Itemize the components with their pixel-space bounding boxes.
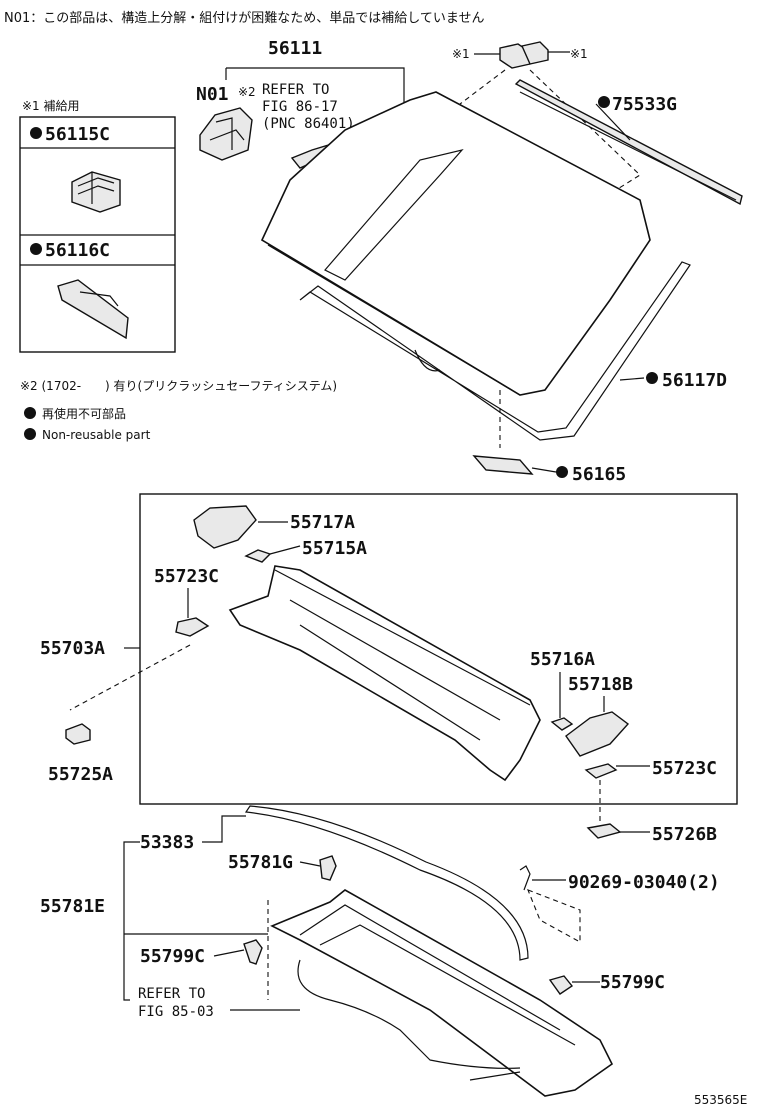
legend-dot <box>24 407 36 419</box>
part-55799C-a: 55799C <box>140 946 205 967</box>
part-55723C-a: 55723C <box>154 566 219 587</box>
bracket-N01-drawing <box>199 107 253 161</box>
star1-right: ※1 <box>570 47 588 61</box>
part-56117D: 56117D <box>662 370 727 391</box>
clip-55799C-a-drawing <box>243 939 263 965</box>
bracket-55718B-drawing <box>565 711 630 757</box>
supply-box: 56115C 56116C <box>19 116 176 353</box>
part-55716A: 55716A <box>530 649 595 670</box>
pad-55716A-drawing <box>550 717 574 731</box>
windshield-glass-drawing <box>260 91 651 396</box>
supply-box-title: ※1 補給用 <box>22 99 80 113</box>
pad-55725A-drawing <box>65 723 91 745</box>
cowl-louver-drawing <box>270 889 614 1097</box>
note-2: ※2 (1702- ) 有り(プリクラッシュセーフティシステム) <box>20 379 337 393</box>
part-55718B: 55718B <box>568 674 633 695</box>
part-N01: N01 <box>196 84 229 105</box>
non-reusable-mark <box>646 372 658 384</box>
block-55723C-drawing <box>175 617 210 637</box>
bracket-56115C-drawing <box>71 171 121 213</box>
refer-fig-85-03: FIG 85-03 <box>138 1004 214 1020</box>
bracket-55717A-drawing <box>193 505 257 549</box>
refer-to-2: REFER TO <box>138 986 205 1002</box>
non-reusable-mark <box>598 96 610 108</box>
clip-right-drawing <box>521 41 549 65</box>
part-55715A: 55715A <box>302 538 367 559</box>
cowl-panel-box <box>139 493 738 805</box>
ref-mark-2: ※2 <box>238 85 256 99</box>
star1-left: ※1 <box>452 47 470 61</box>
clip-55799C-b-drawing <box>548 975 574 995</box>
part-55799C-b: 55799C <box>600 972 665 993</box>
part-56115C: 56115C <box>45 124 110 145</box>
non-reusable-mark <box>30 243 42 255</box>
part-56165-drawing <box>472 455 534 475</box>
figure-id: 553565E <box>694 1093 747 1107</box>
legend-en: Non-reusable part <box>42 428 151 442</box>
block-55723C-b-drawing <box>584 763 618 779</box>
pad-55726B-drawing <box>586 823 622 839</box>
pad-56116C-drawing <box>57 279 129 340</box>
header-note: N01：この部品は、構造上分解・組付けが困難なため、単品では補給していません <box>4 10 485 26</box>
part-75533G: 75533G <box>612 94 677 115</box>
cowl-top-panel-drawing <box>228 565 541 782</box>
hose-drawing <box>297 959 521 1081</box>
refer-to-1: REFER TO <box>262 82 329 98</box>
refer-fig-86-17: FIG 86-17 <box>262 99 338 115</box>
part-55717A: 55717A <box>290 512 355 533</box>
part-55725A: 55725A <box>48 764 113 785</box>
part-56111: 56111 <box>268 38 322 59</box>
part-55723C-b: 55723C <box>652 758 717 779</box>
legend-dot <box>24 428 36 440</box>
weatherstrip-56117D-drawing <box>299 261 691 441</box>
pad-55715A-drawing <box>244 549 272 563</box>
legend-jp: 再使用不可部品 <box>42 406 126 421</box>
non-reusable-mark <box>556 466 568 478</box>
part-55726B: 55726B <box>652 824 717 845</box>
part-56165: 56165 <box>572 464 626 485</box>
part-55703A: 55703A <box>40 638 105 659</box>
part-53383: 53383 <box>140 832 194 853</box>
part-55781G: 55781G <box>228 852 293 873</box>
refer-pnc-86401: (PNC 86401) <box>262 116 355 132</box>
part-55781E: 55781E <box>40 896 105 917</box>
moulding-75533G-drawing <box>514 79 743 206</box>
part-90269-03040: 90269-03040(2) <box>568 872 720 893</box>
clip-55781G-drawing <box>319 855 337 881</box>
screw-90269-drawing <box>519 865 531 891</box>
seal-53383-drawing <box>244 805 529 961</box>
part-56116C: 56116C <box>45 240 110 261</box>
non-reusable-mark <box>30 127 42 139</box>
